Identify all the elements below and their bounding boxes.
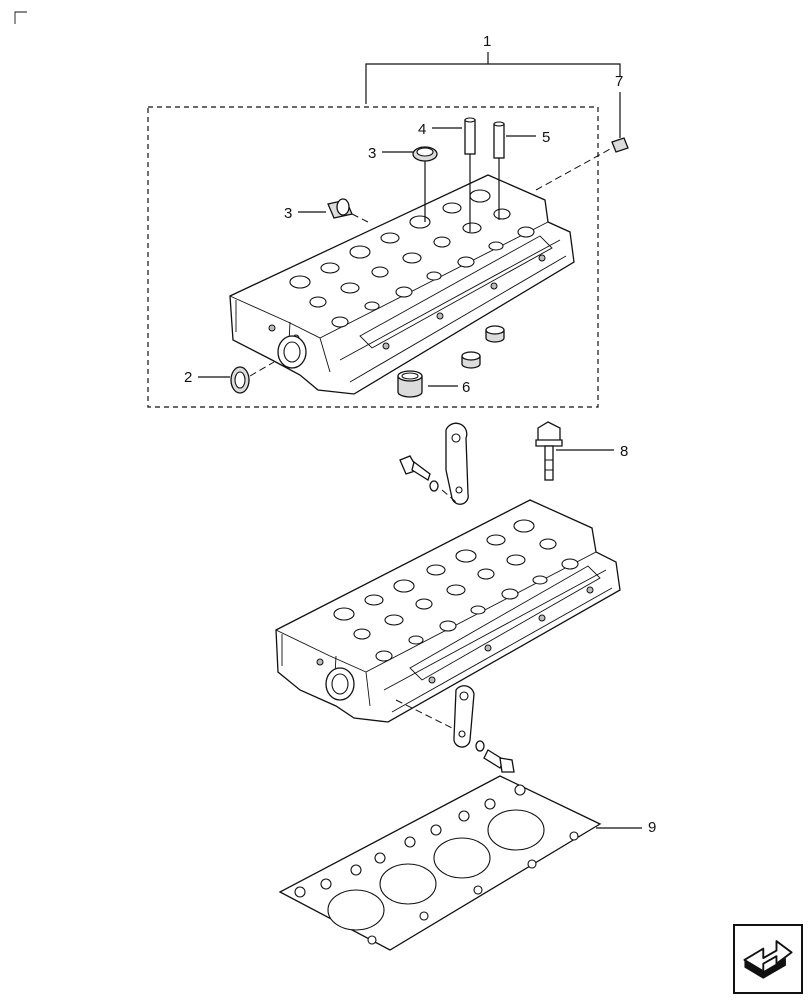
cylinder-head-assembly bbox=[229, 174, 575, 395]
callout-3a[interactable]: 3 bbox=[368, 145, 438, 222]
lower-head-holes bbox=[316, 519, 594, 684]
callout-8[interactable]: 8 bbox=[535, 421, 628, 481]
svg-text:3: 3 bbox=[284, 205, 292, 222]
svg-text:9: 9 bbox=[648, 819, 656, 836]
callout-3b[interactable]: 3 bbox=[284, 198, 369, 223]
arrow-right-icon bbox=[743, 940, 793, 979]
callout-5[interactable]: 5 bbox=[493, 121, 550, 220]
corner-mark bbox=[14, 11, 27, 24]
callout-2[interactable]: 2 bbox=[184, 361, 275, 394]
assembly-box bbox=[147, 106, 599, 408]
lifting-bracket-upper bbox=[399, 422, 469, 505]
svg-text:3: 3 bbox=[368, 145, 376, 162]
callout-6[interactable]: 6 bbox=[397, 325, 505, 398]
svg-text:1: 1 bbox=[483, 33, 491, 50]
callout-4[interactable]: 4 bbox=[418, 117, 476, 232]
lifting-bracket-lower bbox=[395, 685, 515, 773]
lower-cylinder-head bbox=[275, 499, 621, 723]
svg-text:4: 4 bbox=[418, 121, 426, 138]
callout-7[interactable]: 7 bbox=[611, 73, 629, 153]
svg-text:7: 7 bbox=[615, 73, 623, 90]
svg-text:2: 2 bbox=[184, 369, 192, 386]
callout-9[interactable]: 9 bbox=[278, 775, 656, 951]
next-page-button[interactable] bbox=[733, 924, 803, 994]
callout-1[interactable]: 1 bbox=[365, 33, 621, 104]
svg-text:6: 6 bbox=[462, 379, 470, 396]
svg-text:8: 8 bbox=[620, 443, 628, 460]
svg-text:5: 5 bbox=[542, 129, 550, 146]
